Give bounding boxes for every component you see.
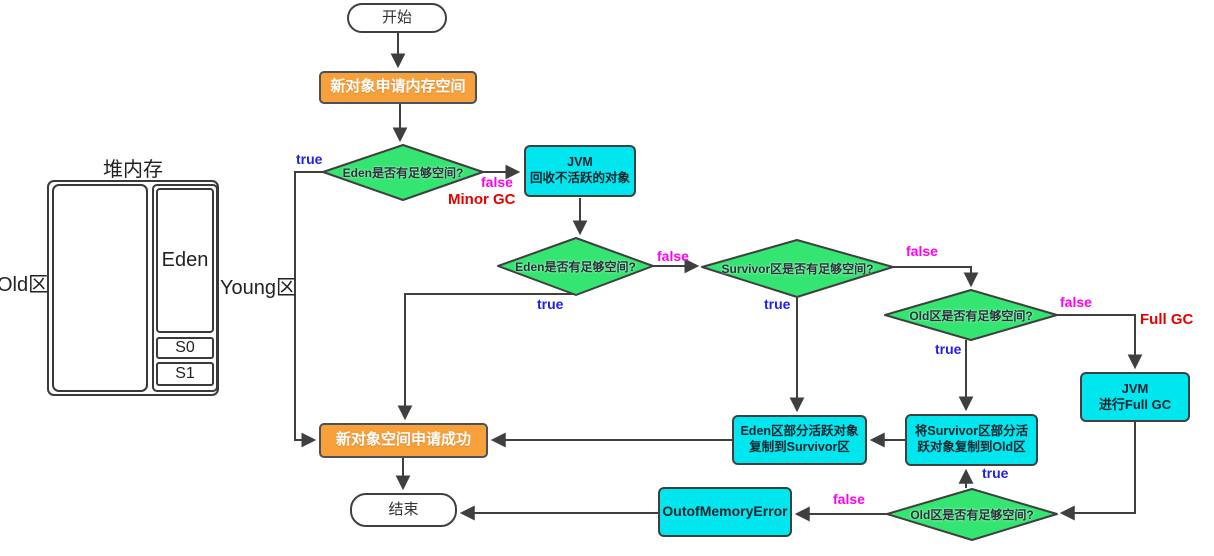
decision-eden1-shape [322, 144, 484, 201]
jvm-reclaim-line1: JVM [567, 155, 593, 170]
alloc-success-node: 新对象空间申请成功 [319, 423, 488, 458]
jvm-fullgc-line2: 进行Full GC [1098, 397, 1172, 412]
heap-old-region [52, 184, 148, 392]
decision-old1-shape [884, 289, 1058, 341]
end-node: 结束 [350, 493, 457, 527]
decision-survivor-label: Survivor区是否有足够空间? [721, 262, 874, 276]
eden-copy-node: Eden区部分活跃对象 复制到Survivor区 [732, 415, 867, 465]
alloc-success-label: 新对象空间申请成功 [335, 431, 471, 449]
jvm-reclaim-node: JVM 回收不活跃的对象 [524, 145, 636, 197]
decision-eden1-label: Eden是否有足够空间? [342, 166, 464, 180]
start-label: 开始 [381, 8, 412, 26]
end-label: 结束 [388, 500, 419, 518]
edge-label-true-1: true [296, 151, 323, 167]
heap-old-label: Old区 [0, 274, 49, 296]
decision-old2-shape [886, 488, 1058, 541]
edge-label-false-1: false [481, 174, 513, 190]
edge-label-true-4: true [935, 341, 962, 357]
edge-label-minor-gc: Minor GC [448, 191, 516, 208]
heap-s0-box: S0 [156, 337, 214, 359]
heap-s1-label: S1 [175, 365, 195, 382]
edge-eden2-true-to-success [397, 293, 576, 421]
edge-label-false-3: false [906, 243, 938, 259]
heap-s0-label: S0 [175, 339, 195, 356]
edge-label-true-2: true [537, 296, 564, 312]
edge-label-true-3: true [764, 296, 791, 312]
start-node: 开始 [347, 3, 447, 33]
edge-fullgc-to-old2 [1059, 422, 1136, 521]
alloc-request-label: 新对象申请内存空间 [330, 78, 466, 96]
edge-label-false-5: false [833, 491, 865, 507]
survivor-copy-node: 将Survivor区部分活 跃对象复制到Old区 [905, 414, 1038, 466]
oom-node: OutofMemoryError [658, 487, 792, 537]
jvm-reclaim-line2: 回收不活跃的对象 [529, 171, 630, 185]
jvm-fullgc-node: JVM 进行Full GC [1080, 372, 1190, 422]
edge-old1-false-to-fullgc [1057, 314, 1143, 370]
edge-label-full-gc: Full GC [1140, 311, 1194, 328]
heap-title: 堆内存 [103, 159, 163, 181]
heap-s1-box: S1 [156, 362, 214, 386]
heap-eden-box: Eden [156, 188, 214, 333]
jvm-fullgc-line1: JVM [1121, 380, 1149, 396]
survivor-copy-line1: 将Survivor区部分活 [914, 424, 1029, 439]
edge-eden1-true-to-success [294, 171, 323, 448]
edge-label-true-5: true [982, 465, 1009, 481]
decision-eden2-label: Eden是否有足够空间? [515, 260, 636, 274]
heap-eden-label: Eden [161, 249, 209, 271]
heap-young-label: Young区 [220, 277, 296, 299]
decision-old1-label: Old区是否有足够空间? [909, 308, 1033, 323]
alloc-request-node: 新对象申请内存空间 [319, 71, 477, 104]
eden-copy-line1: Eden区部分活跃对象 [740, 424, 859, 439]
decision-old2-label: Old区是否有足够空间? [910, 508, 1034, 522]
eden-copy-line2: 复制到Survivor区 [749, 440, 850, 454]
edge-label-false-2: false [657, 248, 689, 264]
decision-eden2-shape [497, 237, 654, 296]
edge-survivor-false-to-old1 [893, 266, 979, 288]
edge-label-false-4: false [1060, 294, 1092, 310]
decision-survivor-shape [701, 239, 894, 298]
oom-label: OutofMemoryError [662, 503, 788, 520]
survivor-copy-line2: 跃对象复制到Old区 [917, 440, 1026, 454]
